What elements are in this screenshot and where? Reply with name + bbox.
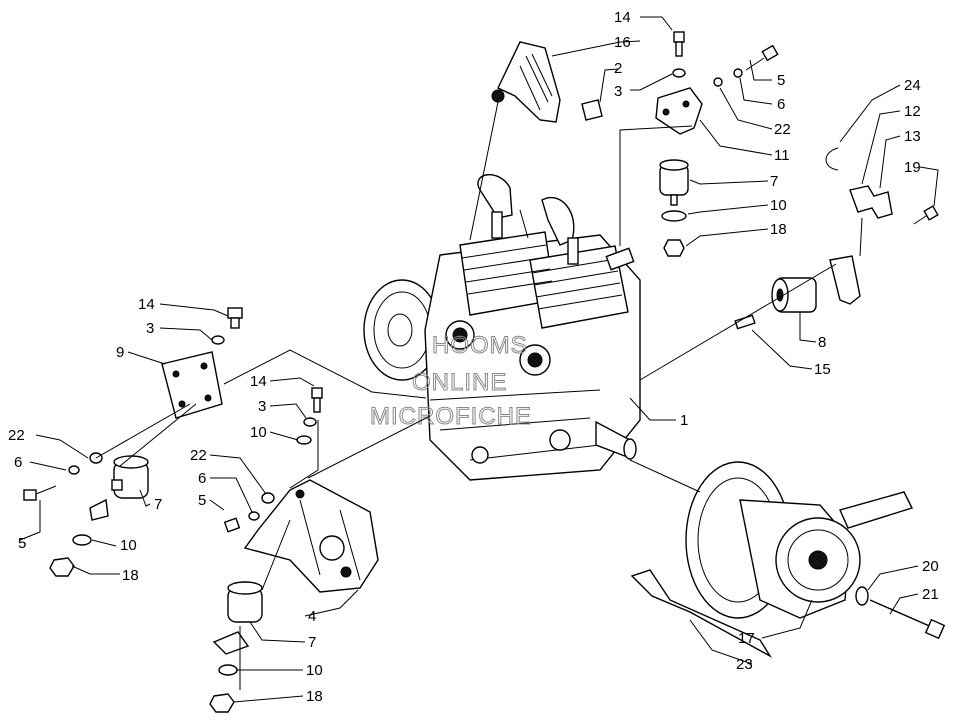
- callout-16: 16: [614, 34, 631, 51]
- callout-22-left: 22: [8, 427, 25, 444]
- part-8-bushing: [771, 277, 817, 313]
- part-5-bolt-top: [745, 44, 779, 71]
- callout-18-bottom: 18: [306, 688, 323, 705]
- part-19-bolt: [913, 205, 939, 225]
- callout-3-mid: 3: [258, 398, 266, 415]
- part-18-nut-right: [663, 239, 685, 257]
- callout-19: 19: [904, 159, 921, 176]
- callout-24: 24: [904, 77, 921, 94]
- link-arm: [829, 255, 861, 305]
- callout-10-left: 10: [120, 537, 137, 554]
- part-7-mount-left-tab: [89, 498, 109, 521]
- callout-6-top: 6: [777, 96, 785, 113]
- callout-9: 9: [116, 344, 124, 361]
- part-21-clutch-bolt: [869, 599, 946, 640]
- part-14-bolt-mid: [311, 387, 323, 413]
- part-22-washer-mid: [261, 492, 275, 504]
- part-22-washer-top: [713, 77, 723, 87]
- callout-7-bottom: 7: [308, 634, 316, 651]
- part-23-drive-belt: [630, 491, 913, 658]
- callout-4: 4: [308, 608, 316, 625]
- callout-14-top: 14: [614, 9, 631, 26]
- watermark: HOOMS ONLINE MICROFICHE: [370, 332, 532, 431]
- callout-17: 17: [738, 630, 755, 647]
- callout-10-mid: 10: [250, 424, 267, 441]
- part-3-washer-left: [211, 335, 225, 345]
- callout-14-mid: 14: [250, 373, 267, 390]
- callout-20: 20: [922, 558, 939, 575]
- part-17-drive-clutch: [685, 461, 861, 619]
- part-7-mount-bottom-tab: [212, 631, 250, 655]
- part-5-bolt-mid: [223, 517, 241, 533]
- callout-15: 15: [814, 361, 831, 378]
- part-9-mount-plate: [161, 351, 223, 419]
- callout-22-mid: 22: [190, 447, 207, 464]
- leader-lines: [19, 16, 939, 703]
- callout-5-mid: 5: [198, 492, 206, 509]
- part-14-bolt-top: [673, 31, 685, 57]
- callout-10-right: 10: [770, 197, 787, 214]
- part-6-washer-top: [733, 68, 743, 78]
- callout-6-mid: 6: [198, 470, 206, 487]
- part-7-mount-bottom: [227, 581, 263, 623]
- callout-10-bottom: 10: [306, 662, 323, 679]
- part-10-washer-left: [72, 534, 92, 546]
- part-20-washer: [855, 586, 869, 606]
- part-2-clip: [581, 99, 603, 121]
- part-24-snap-ring: [825, 147, 839, 171]
- watermark-line-2: ONLINE: [412, 369, 507, 396]
- part-10-washer-bottom: [218, 664, 238, 676]
- callout-11: 11: [774, 147, 790, 164]
- part-11-bracket: [655, 87, 703, 135]
- part-14-bolt-left: [227, 307, 243, 329]
- callout-21: 21: [922, 586, 939, 603]
- callout-5-top: 5: [777, 72, 785, 89]
- callout-6-left: 6: [14, 454, 22, 471]
- callout-8: 8: [818, 334, 826, 351]
- callout-2: 2: [614, 60, 622, 77]
- part-4-engine-bracket: [243, 479, 379, 593]
- callout-7-right: 7: [770, 173, 778, 190]
- part-16-bracket: [491, 41, 561, 123]
- watermark-line-1: HOOMS: [432, 332, 528, 359]
- part-18-nut-bottom: [209, 693, 235, 713]
- part-7-mount-right: [659, 159, 689, 206]
- watermark-line-3: MICROFICHE: [370, 403, 532, 430]
- callout-1: 1: [680, 412, 688, 429]
- part-10-washer-mid: [296, 435, 312, 445]
- part-5-bolt-left: [23, 485, 57, 501]
- callout-13: 13: [904, 128, 921, 145]
- part-18-nut-left: [49, 557, 75, 577]
- callout-3-top: 3: [614, 83, 622, 100]
- part-3-washer-mid: [303, 417, 317, 427]
- part-3-washer-top: [672, 68, 686, 78]
- callout-3-left: 3: [146, 320, 154, 337]
- callout-18-right: 18: [770, 221, 787, 238]
- part-12-13-clevis: [849, 185, 893, 219]
- part-6-washer-left: [68, 465, 80, 475]
- callout-12: 12: [904, 103, 921, 120]
- callout-labels: 14 16 2 3 5 6 22 11 7 10 18 24 12 13 19 …: [8, 9, 939, 705]
- callout-7-left: 7: [154, 496, 162, 513]
- part-6-washer-mid: [248, 511, 260, 521]
- callout-14-left: 14: [138, 296, 155, 313]
- part-7-mount-left: [111, 455, 149, 499]
- callout-5-left: 5: [18, 535, 26, 552]
- part-10-washer-right: [661, 210, 687, 222]
- callout-23: 23: [736, 656, 753, 673]
- callout-22-top: 22: [774, 121, 791, 138]
- engine-assembly: [363, 173, 641, 481]
- callout-18-left: 18: [122, 567, 139, 584]
